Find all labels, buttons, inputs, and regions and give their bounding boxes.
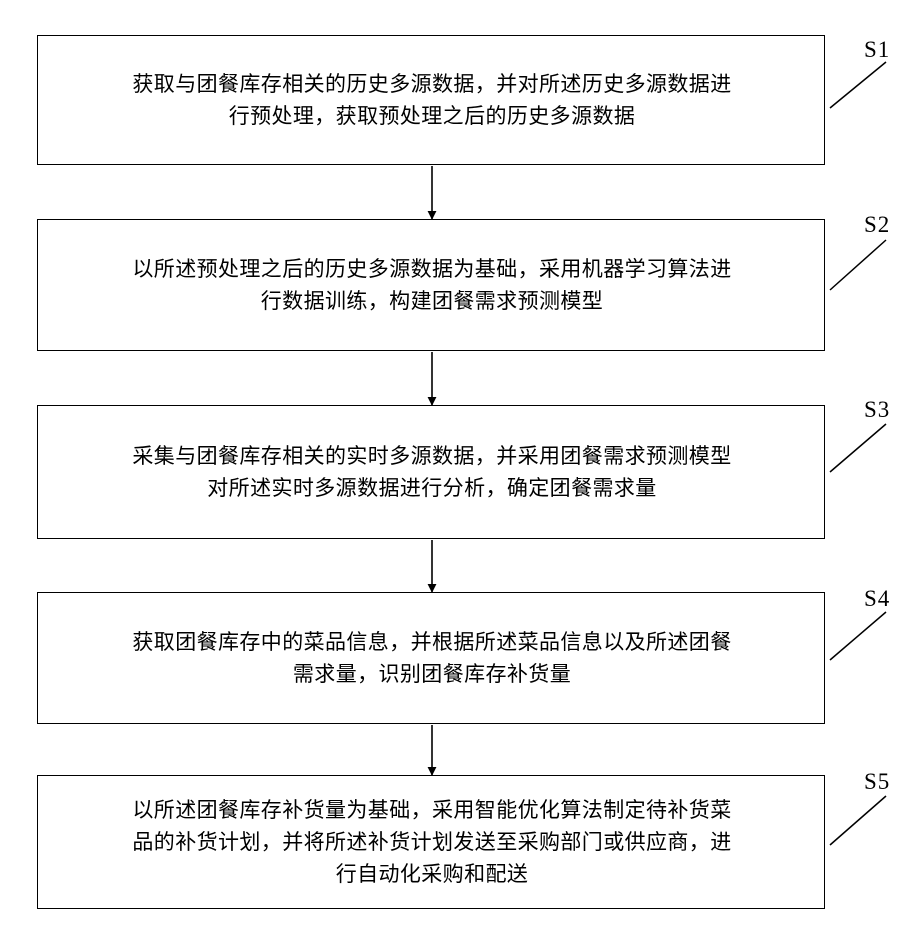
step-text-line: 行自动化采购和配送 (132, 858, 731, 890)
step-text-line: 以所述预处理之后的历史多源数据为基础，采用机器学习算法进 (132, 253, 731, 285)
step-box-s1: 获取与团餐库存相关的历史多源数据，并对所述历史多源数据进 行预处理，获取预处理之… (37, 35, 825, 165)
step-text-line: 行预处理，获取预处理之后的历史多源数据 (132, 100, 731, 132)
leader-s1 (830, 62, 886, 108)
step-text-s4: 获取团餐库存中的菜品信息，并根据所述菜品信息以及所述团餐 需求量，识别团餐库存补… (132, 626, 731, 690)
step-box-s2: 以所述预处理之后的历史多源数据为基础，采用机器学习算法进 行数据训练，构建团餐需… (37, 219, 825, 351)
leader-s5 (830, 796, 886, 845)
step-text-s1: 获取与团餐库存相关的历史多源数据，并对所述历史多源数据进 行预处理，获取预处理之… (132, 68, 731, 132)
leader-s2 (830, 240, 886, 290)
step-label-s1: S1 (864, 38, 890, 61)
step-label-s5: S5 (864, 770, 890, 793)
step-text-line: 获取团餐库存中的菜品信息，并根据所述菜品信息以及所述团餐 (132, 626, 731, 658)
leader-s4 (830, 612, 886, 660)
step-label-s4: S4 (864, 587, 890, 610)
leader-s3 (830, 424, 886, 472)
step-text-line: 品的补货计划，并将所述补货计划发送至采购部门或供应商，进 (132, 826, 731, 858)
step-text-line: 以所述团餐库存补货量为基础，采用智能优化算法制定待补货菜 (132, 794, 731, 826)
step-box-s3: 采集与团餐库存相关的实时多源数据，并采用团餐需求预测模型 对所述实时多源数据进行… (37, 405, 825, 539)
step-text-line: 获取与团餐库存相关的历史多源数据，并对所述历史多源数据进 (132, 68, 731, 100)
step-text-line: 行数据训练，构建团餐需求预测模型 (132, 285, 731, 317)
step-box-s4: 获取团餐库存中的菜品信息，并根据所述菜品信息以及所述团餐 需求量，识别团餐库存补… (37, 592, 825, 724)
step-label-s2: S2 (864, 213, 890, 236)
step-text-line: 采集与团餐库存相关的实时多源数据，并采用团餐需求预测模型 (132, 440, 731, 472)
step-text-line: 需求量，识别团餐库存补货量 (132, 658, 731, 690)
step-text-s2: 以所述预处理之后的历史多源数据为基础，采用机器学习算法进 行数据训练，构建团餐需… (132, 253, 731, 317)
step-text-line: 对所述实时多源数据进行分析，确定团餐需求量 (132, 472, 731, 504)
step-label-s3: S3 (864, 398, 890, 421)
step-text-s5: 以所述团餐库存补货量为基础，采用智能优化算法制定待补货菜 品的补货计划，并将所述… (132, 794, 731, 890)
step-box-s5: 以所述团餐库存补货量为基础，采用智能优化算法制定待补货菜 品的补货计划，并将所述… (37, 775, 825, 909)
label-leaders (830, 62, 886, 845)
step-text-s3: 采集与团餐库存相关的实时多源数据，并采用团餐需求预测模型 对所述实时多源数据进行… (132, 440, 731, 504)
